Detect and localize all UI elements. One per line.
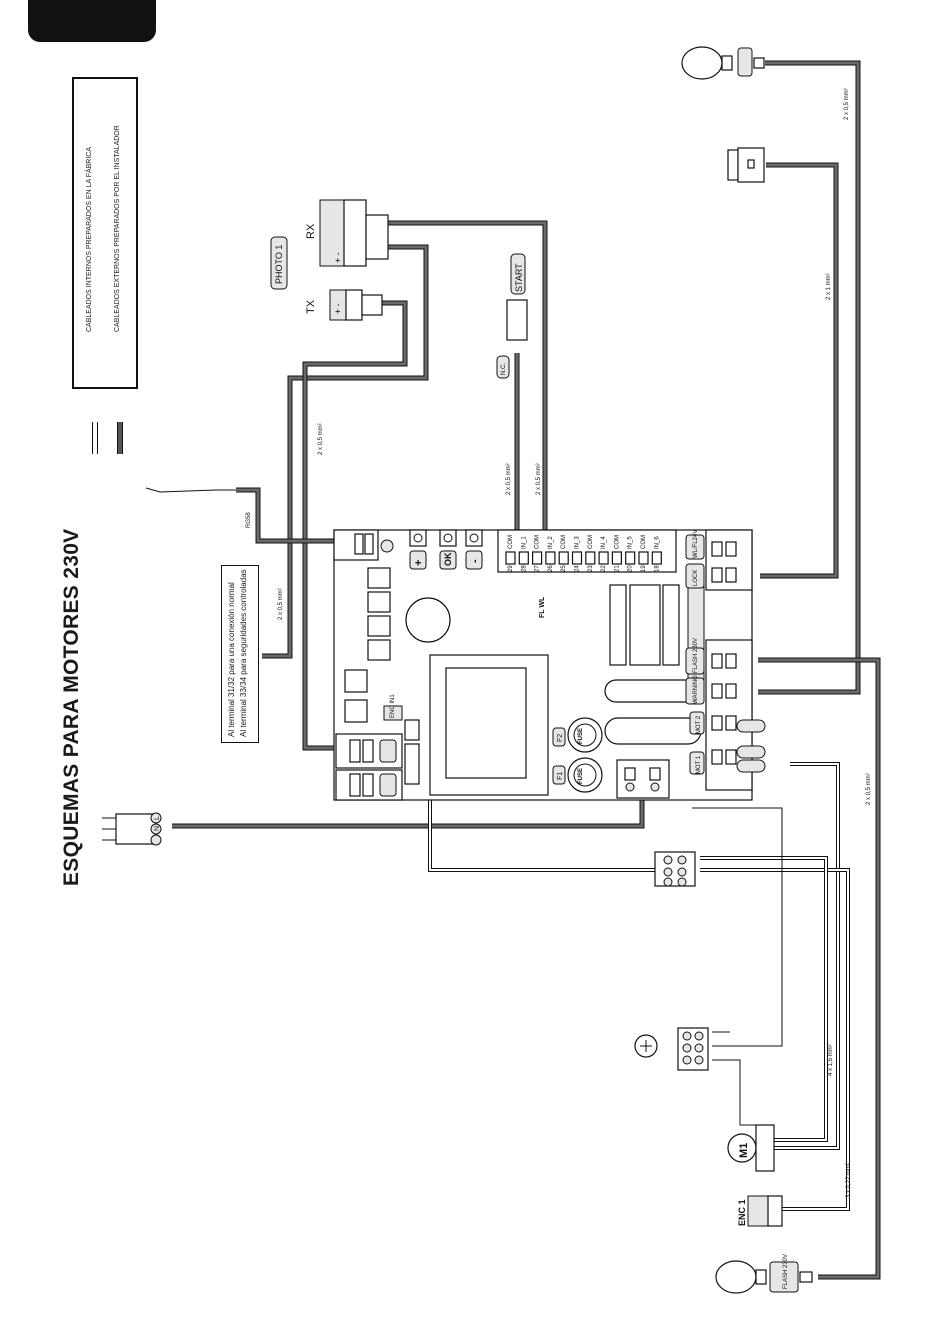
plus-button-label: + — [413, 560, 425, 566]
input-terminal-label: COM — [588, 535, 594, 549]
input-terminal-number: 25 — [561, 565, 567, 572]
input-terminal-number: 26 — [548, 565, 554, 572]
f2-label: F2 — [557, 734, 564, 742]
mot2-label: MOT 2 — [696, 715, 702, 734]
lock-plug-icon — [727, 147, 765, 183]
wire-label-encoder: 3 x 0,22 mm² — [846, 1163, 852, 1198]
input-terminal-label: COM — [561, 535, 567, 549]
rg58-label: RG58 — [246, 512, 252, 528]
input-terminal-number: 23 — [588, 565, 594, 572]
motor-icon — [727, 1124, 775, 1172]
rx-label: RX — [305, 223, 317, 239]
ground-icon — [634, 1034, 658, 1058]
nc-label: N.C. — [501, 363, 507, 375]
tx-label: TX — [305, 299, 317, 314]
mains-plug-icon — [102, 812, 162, 846]
input-terminal-slot — [598, 551, 609, 565]
page-corner-tab — [28, 0, 156, 42]
input-terminal-slot — [571, 551, 583, 565]
input-terminal-number: 21 — [614, 565, 620, 572]
mains-n-label: N — [154, 826, 161, 831]
flash-lamp-label: FLASH 230V — [783, 1254, 789, 1289]
lock-label: LOCK — [693, 570, 699, 586]
input-terminal-label: COM — [614, 535, 620, 549]
wire-label-flash: 2 x 0,5 mm² — [866, 773, 872, 805]
input-terminal-number: 24 — [575, 565, 581, 572]
tx-polarity-label: + - — [333, 303, 343, 314]
input-terminal-label: IN_2 — [548, 536, 554, 549]
wl-label: WL/FL24V — [693, 530, 699, 558]
input-terminal-number: 20 — [628, 565, 634, 572]
junction-block-upper — [654, 851, 696, 887]
input-terminal-slot — [651, 551, 662, 565]
input-terminal-number: 27 — [535, 565, 541, 572]
m1-label: M1 — [738, 1143, 750, 1158]
input-terminal-labels: COM 29 IN_1 28 COM 27 IN_2 26 COM 25 IN_3 24 COM 23 IN… — [505, 535, 662, 572]
warning-label: WARNING — [693, 675, 699, 704]
input-terminal-slot — [611, 551, 623, 565]
photocell-rx — [319, 199, 389, 267]
input-terminal-label: IN_6 — [654, 536, 660, 549]
wire-label-top-bulb: 2 x 0,5 mm² — [844, 88, 850, 120]
f1-label: F1 — [557, 772, 564, 780]
input-terminal-label: IN_5 — [628, 536, 634, 549]
start-button-icon — [496, 253, 528, 379]
flash-lamp-icon — [715, 1260, 813, 1294]
mains-l-label: L — [154, 816, 161, 820]
top-bulb-icon — [681, 46, 765, 80]
start-label: START — [514, 263, 524, 292]
photo-label: PHOTO 1 — [274, 245, 284, 284]
input-terminal-label: COM — [508, 535, 514, 549]
wire-label-lock: 2 x 1 mm² — [826, 273, 832, 300]
wire-label-rx: 2 x 0,5 mm² — [318, 423, 324, 455]
input-terminal-label: IN_4 — [601, 536, 607, 549]
wire-label-tx: 2 x 0,5 mm² — [278, 588, 284, 620]
input-terminal-number: 18 — [654, 565, 660, 572]
photo-badge — [270, 236, 288, 290]
enc-in-label: ENC IN1 — [390, 694, 396, 718]
fuse-label-2: FUSE — [578, 728, 584, 744]
wire-label-start-1: 2 x 0,5 mm² — [506, 463, 512, 495]
flwl-label: FL WL — [539, 596, 546, 618]
diagram-labels: PHOTO 1 RX TX START N.C. RG58 FL WL ENC … — [154, 88, 872, 1289]
enc1-label: ENC 1 — [737, 1199, 747, 1226]
external-wires — [172, 60, 881, 1280]
input-terminal-label: IN_1 — [521, 536, 527, 549]
input-terminal-slot — [505, 551, 516, 565]
input-terminal-slot — [585, 551, 596, 565]
photocell-tx — [329, 289, 383, 321]
input-terminal-label: IN_3 — [575, 536, 581, 549]
terminal-note-box — [221, 565, 259, 743]
wire-label-motor: 4 x 1,5 mm² — [828, 1044, 834, 1076]
mot1-label: MOT 1 — [696, 755, 702, 774]
rx-polarity-label: + - — [333, 252, 343, 263]
input-terminal-label: COM — [641, 535, 647, 549]
input-terminal-slot — [625, 551, 636, 565]
control-board — [333, 529, 766, 801]
wire-label-start-2: 2 x 0,5 mm² — [536, 463, 542, 495]
input-terminal-slot — [558, 551, 569, 565]
input-terminal-number: 28 — [521, 565, 527, 572]
input-terminal-slot — [638, 551, 649, 565]
ok-button-label: OK — [443, 552, 453, 566]
legend-external-swatch — [117, 422, 123, 454]
junction-block-lower — [677, 1027, 709, 1071]
input-terminal-number: 22 — [601, 565, 607, 572]
legend — [72, 77, 138, 454]
flash-board-label: FLASH 230V — [693, 638, 699, 673]
input-terminal-number: 29 — [508, 565, 514, 572]
legend-internal-swatch — [92, 422, 98, 454]
input-terminal-slot — [518, 551, 529, 565]
input-terminal-slot — [545, 551, 556, 565]
input-terminal-slot — [531, 551, 543, 565]
fuse-label-1: FUSE — [578, 768, 584, 784]
minus-button-label: - — [469, 559, 481, 563]
antenna-icon — [145, 487, 236, 493]
encoder-connector-icon — [747, 1195, 783, 1227]
input-terminal-label: COM — [535, 535, 541, 549]
input-terminal-number: 19 — [641, 565, 647, 572]
